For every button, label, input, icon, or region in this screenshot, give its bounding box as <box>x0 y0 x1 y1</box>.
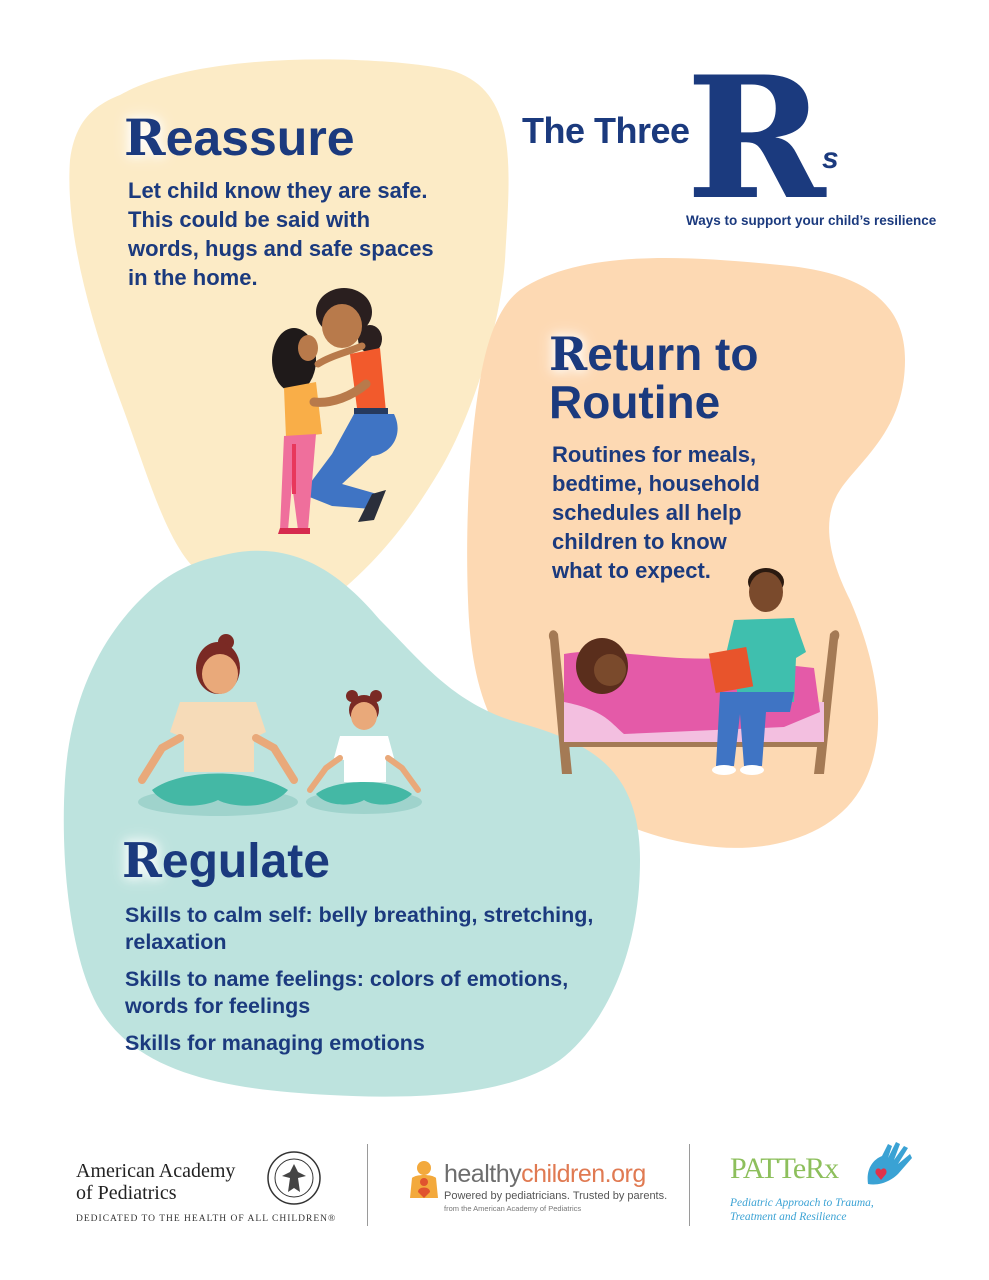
aap-name-line2: of Pediatrics <box>76 1182 177 1204</box>
skill-item: Skills to calm self: belly breathing, st… <box>125 903 594 954</box>
healthychildren-tagline: Powered by pediatricians. Trusted by par… <box>444 1190 668 1202</box>
page-title: The Three R s Ways to support your child… <box>518 54 948 240</box>
healthychildren-name: healthychildren.org <box>444 1160 646 1189</box>
patterx-tagline: Pediatric Approach to Trauma, Treatment … <box>730 1196 874 1224</box>
title-suffix: s <box>822 142 839 175</box>
footer-divider <box>689 1144 690 1226</box>
heading-initial: R <box>124 108 166 167</box>
regulate-skills-list: Skills to calm self: belly breathing, st… <box>125 902 625 1067</box>
heading-initial: R <box>549 327 588 381</box>
heading-rest: eassure <box>165 110 355 166</box>
routine-heading: Return to Routine <box>549 330 758 427</box>
heading-rest: eturn to <box>587 328 759 380</box>
body-line: Let child know they are safe. <box>128 178 428 203</box>
patterx-name: PATTeRx <box>730 1152 839 1185</box>
reassure-body: Let child know they are safe. This could… <box>128 176 458 292</box>
hug-illustration <box>272 288 398 534</box>
heading-initial: R <box>122 833 162 889</box>
heading-line2: Routine <box>549 376 721 429</box>
body-line: bedtime, household <box>552 471 760 496</box>
patterx-line2: Treatment and Resilience <box>730 1211 847 1223</box>
skill-item: Skills to name feelings: colors of emoti… <box>125 967 569 1018</box>
body-line: what to expect. <box>552 558 711 583</box>
title-prefix: The Three <box>522 110 690 151</box>
bedtime-illustration <box>548 568 840 775</box>
title-big-r: R <box>686 39 826 237</box>
skill-item: Skills for managing emotions <box>125 1031 425 1055</box>
body-line: words, hugs and safe spaces <box>128 236 434 261</box>
body-line: schedules all help <box>552 500 742 525</box>
body-line: in the home. <box>128 265 258 290</box>
footer-logos: American Academy of Pediatrics DEDICATED… <box>0 1140 989 1240</box>
patterx-line1: Pediatric Approach to Trauma, <box>730 1197 874 1209</box>
body-line: This could be said with <box>128 207 371 232</box>
aap-name: American Academy of Pediatrics <box>76 1160 235 1204</box>
reassure-heading: Reassure <box>124 110 355 166</box>
heading-rest: egulate <box>161 835 330 888</box>
hands-heart-icon <box>867 1142 912 1185</box>
healthychildren-family-icon <box>410 1161 438 1198</box>
aap-seal-icon <box>267 1151 321 1205</box>
aap-tagline: DEDICATED TO THE HEALTH OF ALL CHILDREN® <box>76 1214 337 1224</box>
body-line: Routines for meals, <box>552 442 757 467</box>
regulate-heading: Regulate <box>122 836 330 887</box>
aap-name-line1: American Academy <box>76 1160 236 1182</box>
hc-children: children.org <box>521 1160 646 1188</box>
healthychildren-from: from the American Academy of Pediatrics <box>444 1204 582 1213</box>
meditation-illustration <box>138 634 422 816</box>
subtitle: Ways to support your child’s resilience <box>686 213 937 228</box>
footer-divider <box>367 1144 368 1226</box>
hc-healthy: healthy <box>444 1160 522 1188</box>
routine-body: Routines for meals, bedtime, household s… <box>552 440 812 585</box>
body-line: children to know <box>552 529 727 554</box>
